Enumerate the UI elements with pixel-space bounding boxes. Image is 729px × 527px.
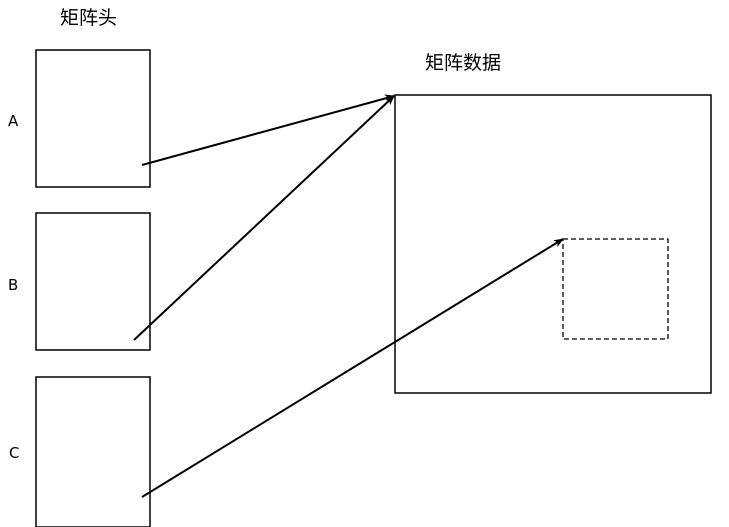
matrix-sub-block [562,238,669,340]
header-label-c: C [9,444,19,462]
header-label-a: A [8,112,19,130]
arrow-c-to-sub-block [141,238,564,498]
arrow-b-to-data [133,95,395,341]
header-box-c [35,376,151,527]
header-box-b [35,212,151,351]
matrix-header-title: 矩阵头 [60,7,117,29]
header-box-a [35,49,151,188]
header-label-b: B [8,276,18,294]
matrix-data-title: 矩阵数据 [425,52,501,74]
arrow-a-to-data [141,94,395,166]
